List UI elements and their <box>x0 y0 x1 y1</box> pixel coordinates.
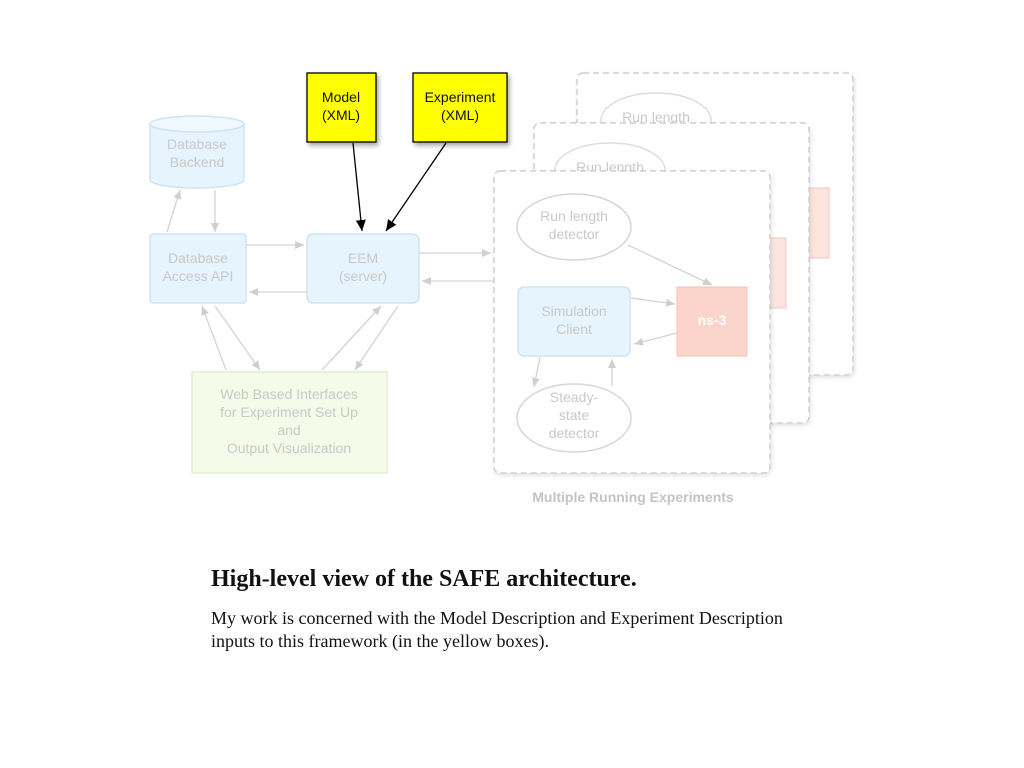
simulation-client-node: Simulation Client <box>517 286 631 357</box>
arrow-ns3-to-client <box>633 332 678 346</box>
arrow-runlength-to-ns3 <box>627 244 713 286</box>
model-xml-box: Model (XML) <box>306 72 377 143</box>
database-backend-line-2: Backend <box>170 154 224 170</box>
experiment-xml-rect <box>412 72 508 143</box>
back-panel-2-label: Run length <box>622 109 690 125</box>
run-length-detector-line-2: detector <box>549 226 600 242</box>
web-interfaces-line-2: for Experiment Set Up <box>220 404 358 420</box>
input-connectors <box>352 142 447 232</box>
arrow-client-to-steady <box>531 356 541 388</box>
architecture-diagram: Run length Run length Database Backend D… <box>149 72 854 505</box>
arrow-web-to-eem <box>321 305 382 371</box>
caption-title: High-level view of the SAFE architecture… <box>211 566 637 592</box>
eem-server-node: EEM (server) <box>306 233 420 304</box>
database-backend-line-1: Database <box>167 136 227 152</box>
experiment-xml-line-2: (XML) <box>441 107 479 123</box>
model-xml-line-2: (XML) <box>322 107 360 123</box>
web-interfaces-line-4: Output Visualization <box>227 440 351 456</box>
steady-state-detector-node: Steady- state detector <box>516 383 632 453</box>
model-xml-line-1: Model <box>322 89 360 105</box>
database-access-api-node: Database Access API <box>149 233 247 304</box>
multiple-running-experiments-label: Multiple Running Experiments <box>532 489 734 505</box>
run-length-detector-line-1: Run length <box>540 208 608 224</box>
arrow-api-to-backend <box>166 189 182 233</box>
arrow-client-to-ns3 <box>630 297 676 307</box>
simulation-client-line-1: Simulation <box>541 303 606 319</box>
database-access-api-line-2: Access API <box>163 268 234 284</box>
steady-state-detector-line-3: detector <box>549 425 600 441</box>
model-xml-rect <box>306 72 377 143</box>
arrow-experiment-to-eem <box>385 142 447 232</box>
ns3-node: ns-3 <box>676 286 748 357</box>
web-interfaces-node: Web Based Interfaces for Experiment Set … <box>191 371 388 474</box>
database-backend-node: Database Backend <box>149 115 245 189</box>
steady-state-detector-line-1: Steady- <box>550 389 599 405</box>
web-interfaces-line-1: Web Based Interfaces <box>220 386 357 402</box>
experiment-xml-box: Experiment (XML) <box>412 72 508 143</box>
eem-server-line-2: (server) <box>339 268 387 284</box>
experiment-xml-line-1: Experiment <box>425 89 496 105</box>
arrow-eem-to-web <box>354 305 399 371</box>
faded-connectors <box>166 189 713 388</box>
run-length-detector-node: Run length detector <box>516 193 632 261</box>
eem-server-line-1: EEM <box>348 250 378 266</box>
caption-body: My work is concerned with the Model Desc… <box>211 608 783 651</box>
arrow-web-to-api <box>201 305 227 371</box>
arrow-api-to-web <box>214 305 261 371</box>
steady-state-detector-line-2: state <box>559 407 590 423</box>
simulation-client-line-2: Client <box>556 321 592 337</box>
ns3-label: ns-3 <box>698 312 727 328</box>
database-access-api-line-1: Database <box>168 250 228 266</box>
arrow-model-to-eem <box>352 142 366 232</box>
web-interfaces-line-3: and <box>277 422 300 438</box>
